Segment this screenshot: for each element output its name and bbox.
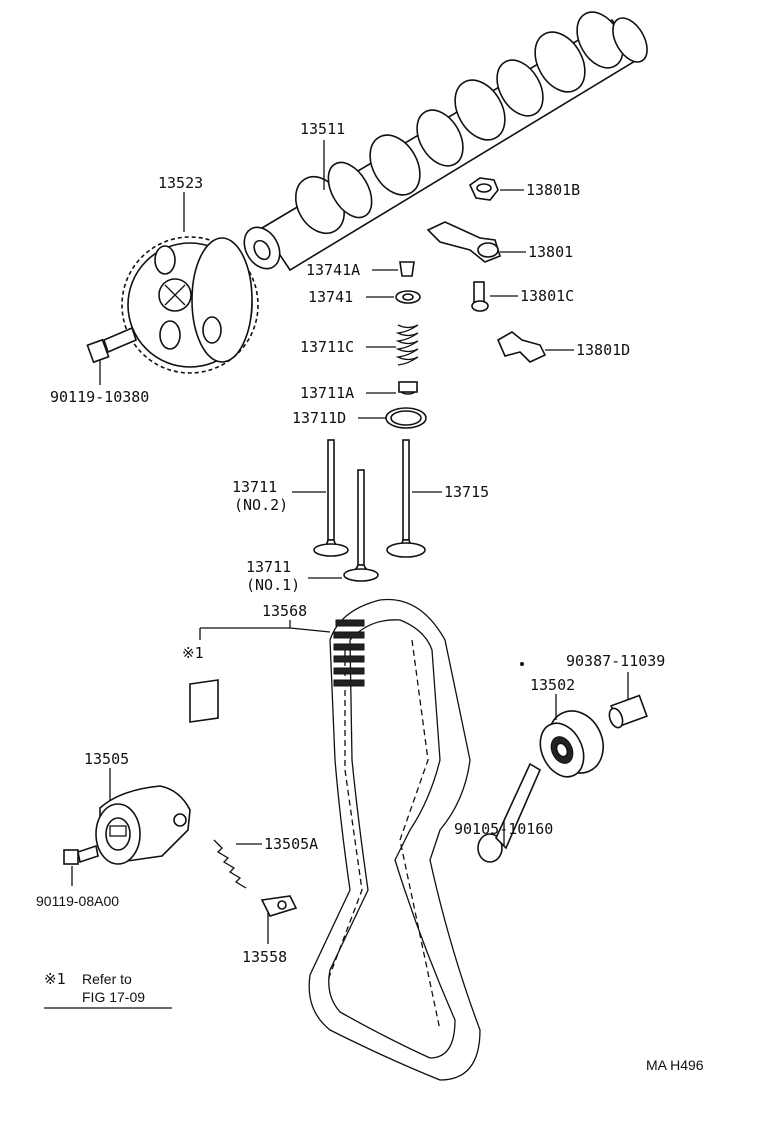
label-rocker-arm: 13801: [528, 243, 573, 261]
belt-teeth: [333, 619, 365, 687]
pulley-bolt: [86, 326, 137, 364]
tensioner-bolt: [63, 844, 99, 865]
nut: [468, 177, 499, 201]
label-idler-bolt: 90105-10160: [454, 820, 553, 838]
label-intake-valve-no1: 13711: [246, 558, 291, 576]
note-line2: FIG 17-09: [82, 989, 145, 1005]
label-idler-pulley: 13502: [530, 676, 575, 694]
camshaft: [243, 11, 648, 272]
label-spring-seat-upper: 13711A: [300, 384, 354, 402]
camshaft-lobes: [294, 11, 624, 235]
label-rocker-clip: 13801D: [576, 341, 630, 359]
label-tensioner-bolt: 90119-08A00: [36, 893, 119, 909]
idler-pin-dot: [520, 662, 524, 666]
retainer-lock: [399, 261, 415, 277]
camshaft-timing-pulley: [121, 236, 259, 374]
rocker-arm: [426, 221, 501, 263]
label-intake-valve-no2-note: (NO.2): [234, 496, 288, 514]
spring-bracket: [260, 895, 298, 917]
intake-valve-no2: [313, 439, 349, 557]
diagram-code: MA H496: [646, 1057, 704, 1073]
label-exhaust-valve: 13715: [444, 483, 489, 501]
idler-bolt: [477, 762, 542, 863]
label-spring-bracket: 13558: [242, 948, 287, 966]
label-retainer-lock: 13741A: [306, 261, 360, 279]
label-rocker-screw: 13801C: [520, 287, 574, 305]
note-mark: ※1: [44, 970, 66, 988]
spring-retainer: [395, 290, 421, 304]
exhaust-valve: [386, 439, 426, 558]
label-cam-pulley: 13523: [158, 174, 203, 192]
timing-belt: [308, 598, 481, 1081]
spring-seat-upper: [398, 381, 418, 395]
label-intake-valve-no2: 13711: [232, 478, 277, 496]
label-intake-valve-no1-note: (NO.1): [246, 576, 300, 594]
rocker-screw: [471, 281, 489, 312]
label-spring-seat: 13711D: [292, 409, 346, 427]
label-timing-belt: 13568: [262, 602, 307, 620]
label-nut: 13801B: [526, 181, 580, 199]
label-idler-pin: 90387-11039: [566, 652, 665, 670]
rocker-clip: [496, 331, 547, 363]
valve-spring: [395, 324, 419, 366]
tensioner: [95, 785, 191, 865]
label-pulley-bolt: 90119-10380: [50, 388, 149, 406]
label-ref-mark: ※1: [182, 644, 204, 662]
label-spring-retainer: 13741: [308, 288, 353, 306]
idler-pin: [608, 694, 648, 729]
label-camshaft: 13511: [300, 120, 345, 138]
label-valve-spring: 13711C: [300, 338, 354, 356]
label-tensioner-spring: 13505A: [264, 835, 318, 853]
intake-valve-no1: [343, 469, 379, 582]
idler-pulley: [539, 710, 604, 778]
tensioner-spring: [213, 839, 247, 889]
label-tensioner: 13505: [84, 750, 129, 768]
note-line1: Refer to: [82, 971, 132, 987]
reference-card: [189, 679, 219, 723]
spring-seat: [385, 407, 427, 429]
